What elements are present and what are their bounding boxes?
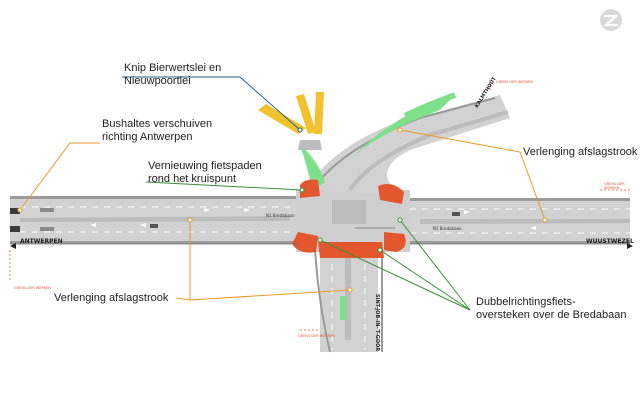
callout-knip: Knip Bierwertslei en Nieuwpoortlei (124, 62, 221, 88)
leader-afslag-left-2 (189, 289, 351, 301)
callout-fietspaden-line1: Vernieuwing fietspaden (148, 160, 262, 172)
road-label-n1-left: N1 Bredabaan (266, 213, 295, 218)
label-wuustwezel: WUUSTWEZEL (586, 238, 634, 245)
logo-icon (600, 9, 622, 31)
callout-knip-line2: Nieuwpoortlei (124, 75, 191, 87)
leader-afslag-right-2 (519, 151, 546, 221)
limit-label-right: GRENS DER WERKEN (604, 182, 625, 190)
direction-arrows (10, 243, 633, 249)
callout-dubbel-line1: Dubbelrichtingsfiets- (476, 296, 576, 308)
leader-bushaltes (19, 142, 100, 211)
callout-afslag-right: Verlenging afslagstrook (523, 146, 638, 158)
callout-fietspaden-line2: rond het kruispunt (148, 173, 237, 185)
kalmthout-road (300, 92, 510, 195)
leader-dubbel-3 (319, 239, 471, 311)
leader-dubbel-2 (399, 219, 471, 311)
callout-dubbel-line2: oversteken over de Bredabaan (476, 309, 627, 321)
bredabaan-road (10, 196, 630, 244)
leader-dubbel-1 (379, 249, 471, 311)
callout-bushaltes-line1: Bushaltes verschuiven (102, 118, 213, 130)
leader-knip (122, 76, 301, 131)
limit-label-bottom: GRENS DER WERKEN (298, 334, 335, 338)
lane-arrows (90, 208, 536, 230)
callout-knip-line1: Knip Bierwertslei en (124, 62, 222, 74)
callout-bushaltes: Bushaltes verschuiven richting Antwerpen (102, 118, 212, 144)
cycle-crossing-areas (292, 179, 406, 258)
callout-bushaltes-line2: richting Antwerpen (102, 131, 193, 143)
leader-afslag-right-1 (399, 129, 521, 153)
sint-job-road (314, 247, 383, 353)
label-sint-job: SINT-JOB-IN-'T-GOOR (374, 294, 380, 352)
closed-roads (258, 92, 324, 150)
limit-label-top: GRENS DER WERKEN (496, 80, 533, 84)
leader-fietspaden (145, 181, 303, 191)
callout-fietspaden: Vernieuwing fietspaden rond het kruispun… (148, 160, 262, 186)
label-antwerpen: ANTWERPEN (20, 238, 63, 245)
road-label-n1-right: N1 Bredabaan (433, 226, 462, 231)
limit-label-left: GRENS DER WERKEN (14, 286, 51, 290)
callout-dubbel: Dubbelrichtingsfiets- oversteken over de… (476, 296, 626, 322)
callout-afslag-left: Verlenging afslagstrook (54, 292, 169, 304)
